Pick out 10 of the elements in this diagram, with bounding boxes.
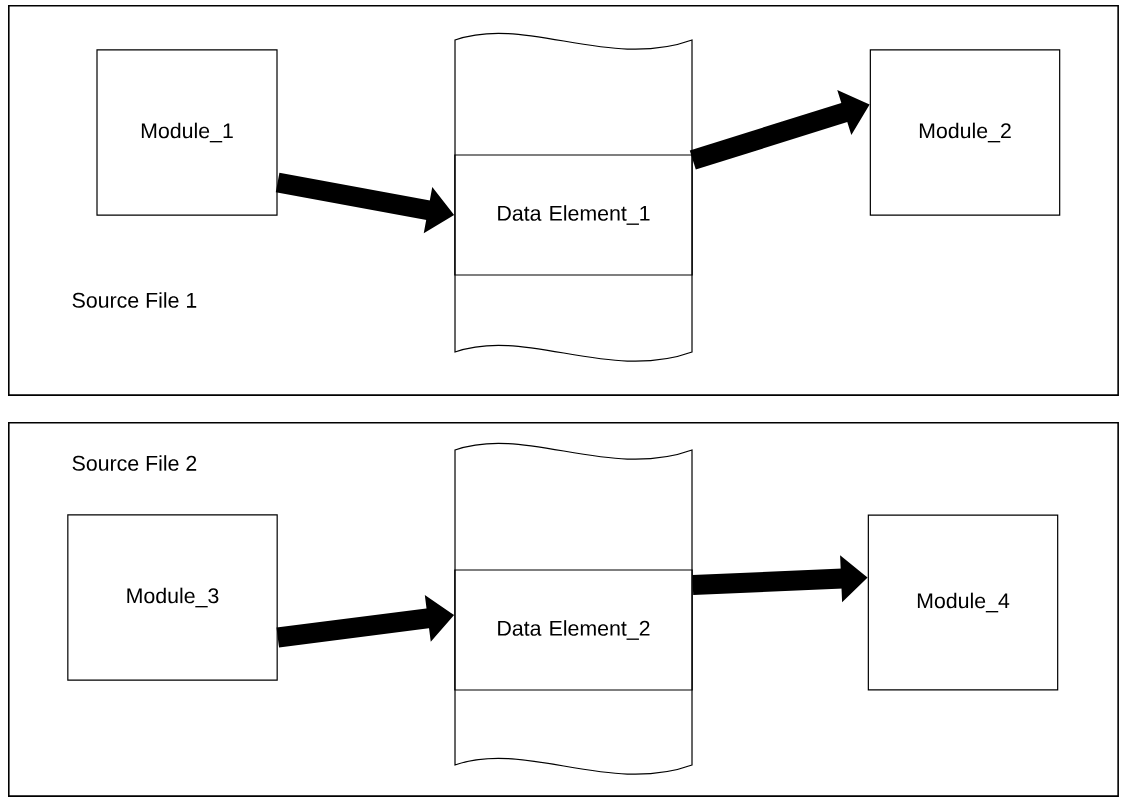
- panel: [8, 422, 1119, 797]
- module-box: Module_1: [96, 49, 278, 216]
- panel-title: Source File 1: [72, 292, 197, 308]
- module-box: Module_4: [867, 514, 1059, 691]
- data-element: Data Element_1: [454, 32, 693, 362]
- panel: [8, 5, 1119, 396]
- panel-title: Source File 2: [72, 455, 197, 471]
- module-box: Module_2: [869, 49, 1061, 216]
- data-element: Data Element_2: [454, 442, 693, 775]
- module-box: Module_3: [67, 514, 278, 681]
